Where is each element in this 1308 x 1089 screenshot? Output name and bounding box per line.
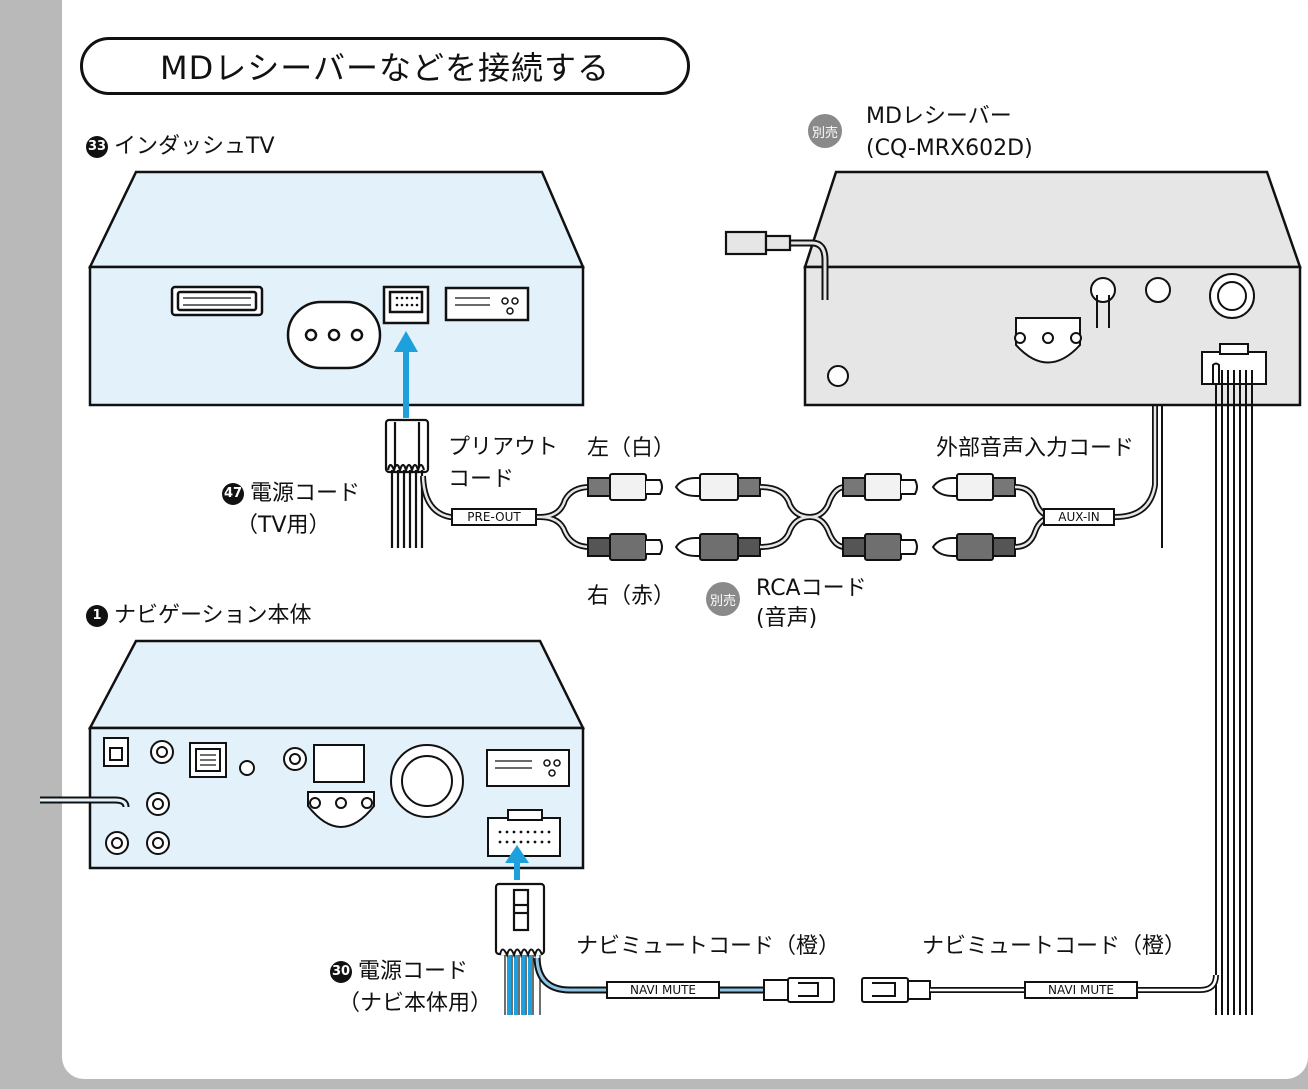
navi-label: 1 ナビゲーション本体: [86, 603, 312, 628]
navi-power-connector: [494, 882, 546, 956]
navi-mute-plug-left: [763, 977, 835, 1003]
md-sold-separately-badge: 別売: [808, 114, 842, 148]
navi-label-text: ナビゲーション本体: [114, 603, 312, 628]
navi-power-label-text: 電源コード: [358, 959, 469, 984]
md-label-line1: MDレシーバー: [866, 104, 1012, 129]
rca-cable: [674, 473, 918, 561]
right-red-label: 右（赤）: [587, 584, 676, 609]
md-label-line2: (CQ-MRX602D): [866, 136, 1033, 161]
tv-unit: [88, 170, 585, 407]
preout-label-line2: コード: [448, 467, 515, 492]
md-harness: [1212, 362, 1253, 1015]
rca-label-line2: (音声): [756, 606, 818, 631]
navi-arrow: [505, 845, 529, 880]
page-title: MDレシーバーなどを接続する: [80, 37, 690, 95]
preout-label-line1: プリアウト: [448, 435, 559, 460]
navi-mute-plug-right: [861, 977, 931, 1003]
aux-label: 外部音声入力コード: [936, 436, 1135, 461]
rca-sold-separately-badge: 別売: [706, 582, 740, 616]
tv-power-label-line2: （TV用）: [236, 513, 331, 538]
rca-label-line1: RCAコード: [756, 576, 867, 601]
navi-number-badge: 1: [86, 605, 108, 627]
navi-power-label-line2: （ナビ本体用）: [338, 991, 493, 1016]
navi-mute-right-label: ナビミュートコード（橙）: [922, 934, 1187, 959]
navi-power-label: 30 電源コード: [330, 959, 468, 984]
tv-arrow: [394, 331, 418, 418]
aux-in-tag: AUX-IN: [1043, 508, 1115, 526]
tv-power-label: 47 電源コード: [222, 481, 360, 506]
navi-mute-left-tag: NAVI MUTE: [606, 981, 720, 999]
tv-power-connector: [384, 418, 430, 548]
tv-number-badge: 33: [86, 136, 108, 158]
tv-label-text: インダッシュTV: [114, 134, 275, 159]
preout-plug-left: [587, 473, 663, 501]
navi-mute-right-tag: NAVI MUTE: [1024, 981, 1138, 999]
preout-plug-right: [587, 533, 663, 561]
tv-label: 33 インダッシュTV: [86, 134, 275, 159]
navi-power-number-badge: 30: [330, 961, 352, 983]
left-white-label: 左（白）: [587, 436, 676, 461]
md-antenna-plug: [724, 230, 829, 300]
tv-power-number-badge: 47: [222, 483, 244, 505]
navi-unit: [87, 639, 586, 870]
navi-mute-left-label: ナビミュートコード（橙）: [576, 934, 841, 959]
preout-tag: PRE-OUT: [451, 508, 537, 526]
tv-power-label-text: 電源コード: [250, 481, 361, 506]
